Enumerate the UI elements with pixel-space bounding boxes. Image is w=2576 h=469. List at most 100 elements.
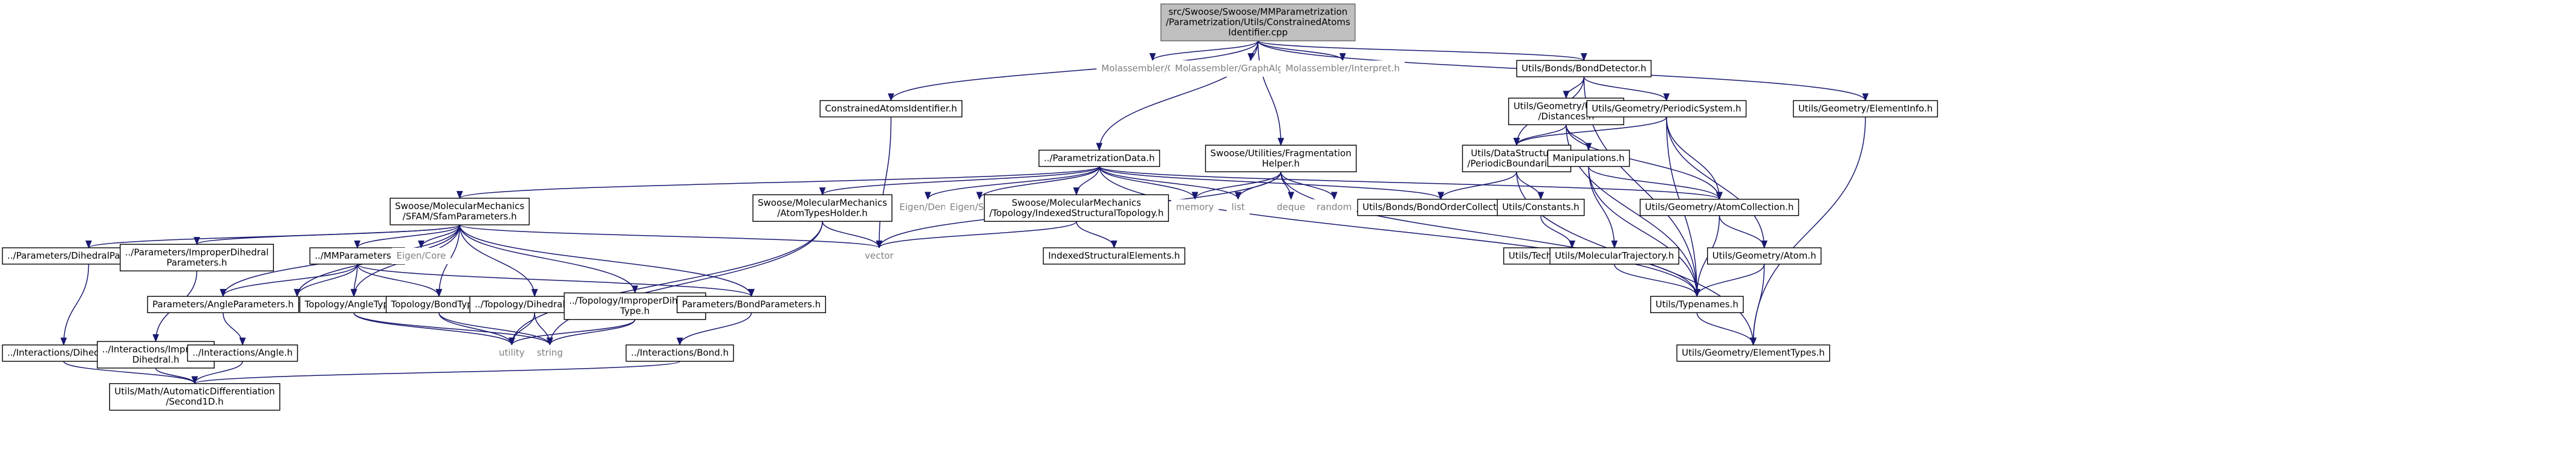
node-box [1586, 100, 1747, 118]
node-label: Utils/Constants.h [1502, 202, 1579, 213]
node-vec: vector [860, 248, 899, 264]
edge-mp-to-typ [1588, 166, 1700, 297]
node-box [984, 194, 1169, 222]
node-mp[interactable]: Manipulations.h [1547, 149, 1630, 167]
node-ise[interactable]: IndexedStructuralElements.h [1042, 247, 1186, 265]
node-boc[interactable]: Utils/Bonds/BondOrderCollection.h [1357, 198, 1525, 216]
edge-mmp-to-tat [350, 264, 358, 297]
node-atom[interactable]: Utils/Geometry/Atom.h [1706, 247, 1822, 265]
node-label: Utils/MolecularTrajectory.h [1555, 250, 1674, 261]
edge-bd-to-ps [1583, 76, 1670, 102]
node-label: string [537, 348, 563, 358]
node-label: Manipulations.h [1553, 152, 1625, 163]
node-pd[interactable]: ../ParametrizationData.h [1038, 149, 1160, 167]
node-label: Utils/Geometry/ElementInfo.h [1798, 103, 1933, 114]
edge-tidt-to-util [509, 319, 636, 346]
node-label: Topology/BondType.h [391, 299, 487, 309]
node-label: Swoose/MolecularMechanics [395, 201, 524, 212]
edge-dihp-to-idih [60, 264, 89, 346]
node-label: /PeriodicBoundaries.h [1468, 158, 1566, 169]
node-label: Eigen/Dense [899, 202, 956, 213]
node-box [493, 344, 530, 361]
node-box [1160, 3, 1356, 42]
node-ist[interactable]: Swoose/MolecularMechanics/Topology/Index… [984, 194, 1169, 222]
node-label: /Parametrization/Utils/ConstrainedAtoms [1166, 17, 1350, 28]
node-label: Utils/Typenames.h [1656, 299, 1738, 309]
edge-idih-to-autod [63, 361, 198, 385]
node-cons[interactable]: Utils/Constants.h [1497, 198, 1585, 216]
node-label: Swoose/MolecularMechanics [758, 197, 887, 208]
node-box [860, 248, 899, 264]
node-box [625, 344, 734, 362]
node-label: Dihedral.h [132, 354, 180, 365]
edge-tbt-to-str [438, 312, 553, 346]
node-label: vector [865, 250, 894, 261]
edge-root-to-cai [888, 40, 1259, 102]
node-label: ../Topology/ImproperDihedral [569, 296, 701, 306]
node-ath[interactable]: Swoose/MolecularMechanics/AtomTypesHolde… [752, 194, 893, 222]
node-ei[interactable]: Utils/Geometry/ElementInfo.h [1792, 100, 1938, 118]
node-label: src/Swoose/Swoose/MMParametrization [1168, 7, 1347, 18]
node-label: Utils/Geometry/ElementTypes.h [1682, 348, 1825, 358]
node-mmp[interactable]: ../MMParameters.h [309, 247, 405, 265]
node-iang[interactable]: ../Interactions/Angle.h [187, 344, 298, 362]
edge-root-to-fh [1257, 40, 1284, 146]
edge-cons-to-sth [1540, 215, 1576, 249]
edge-pd-to-boc [1099, 166, 1444, 200]
edge-pd-to-ac [1099, 166, 1723, 200]
node-typ[interactable]: Utils/Typenames.h [1650, 296, 1744, 314]
node-random: random [1312, 199, 1357, 216]
edge-ps-to-dspb [1513, 117, 1667, 146]
node-root[interactable]: src/Swoose/Swoose/MMParametrization/Para… [1160, 3, 1356, 42]
edge-sfam-to-bp [459, 224, 755, 297]
edge-ac-to-atom [1719, 215, 1768, 249]
edge-sfam-to-mmp [354, 224, 460, 249]
edge-mtraj-to-typ [1614, 264, 1700, 297]
node-impp[interactable]: ../Parameters/ImproperDihedralParameters… [120, 244, 274, 271]
node-box [389, 198, 530, 225]
node-ibond[interactable]: ../Interactions/Bond.h [625, 344, 734, 362]
node-angp[interactable]: Parameters/AngleParameters.h [147, 296, 299, 314]
node-mem: memory [1171, 199, 1219, 216]
node-label: /Distances.h [1538, 111, 1595, 121]
node-box [1042, 247, 1186, 265]
edge-ath-to-util [508, 221, 823, 346]
node-cai[interactable]: ConstrainedAtomsIdentifier.h [819, 100, 963, 118]
node-etypes[interactable]: Utils/Geometry/ElementTypes.h [1676, 344, 1830, 362]
node-mi: Molassembler/Interpret.h [1280, 60, 1405, 77]
node-autod[interactable]: Utils/Math/AutomaticDifferentiation/Seco… [109, 383, 281, 411]
node-bp[interactable]: Parameters/BondParameters.h [677, 296, 826, 314]
node-sfam[interactable]: Swoose/MolecularMechanics/SFAM/SfamParam… [389, 198, 530, 225]
edge-mmp-to-angp [220, 264, 358, 297]
node-box [147, 296, 299, 314]
node-util: utility [493, 344, 530, 361]
node-label: deque [1277, 202, 1305, 213]
node-box [1171, 199, 1219, 216]
node-bd[interactable]: Utils/Bonds/BondDetector.h [1516, 60, 1652, 77]
node-label: Parameters.h [166, 257, 227, 268]
node-label: ../Parameters/ImproperDihedral [125, 247, 269, 257]
edge-ath-to-vec [822, 221, 883, 249]
edge-mmp-to-bp [357, 264, 755, 297]
node-box [1312, 199, 1357, 216]
node-ps[interactable]: Utils/Geometry/PeriodicSystem.h [1586, 100, 1747, 118]
node-label: Topology/AngleType.h [304, 299, 403, 309]
node-mtraj[interactable]: Utils/MolecularTrajectory.h [1549, 247, 1680, 265]
node-box [120, 244, 274, 271]
node-label: Identifier.cpp [1228, 27, 1287, 38]
node-eigc: Eigen/Core [391, 248, 451, 264]
node-box [1205, 144, 1357, 172]
node-box [752, 194, 893, 222]
edge-bp-to-ibond [676, 312, 752, 346]
edge-tat-to-str [353, 312, 553, 346]
node-label: Swoose/MolecularMechanics [1012, 197, 1141, 208]
edge-sfam-to-tdt [459, 224, 538, 297]
node-list: list [1226, 199, 1250, 216]
node-ac[interactable]: Utils/Geometry/AtomCollection.h [1639, 198, 1800, 216]
edge-pd-to-es [976, 166, 1100, 200]
edge-fh-to-mem [1191, 172, 1281, 200]
node-label: ../Interactions/Improper [102, 344, 210, 355]
edge-sfam-to-tidt [459, 224, 639, 294]
node-box [1038, 149, 1160, 167]
